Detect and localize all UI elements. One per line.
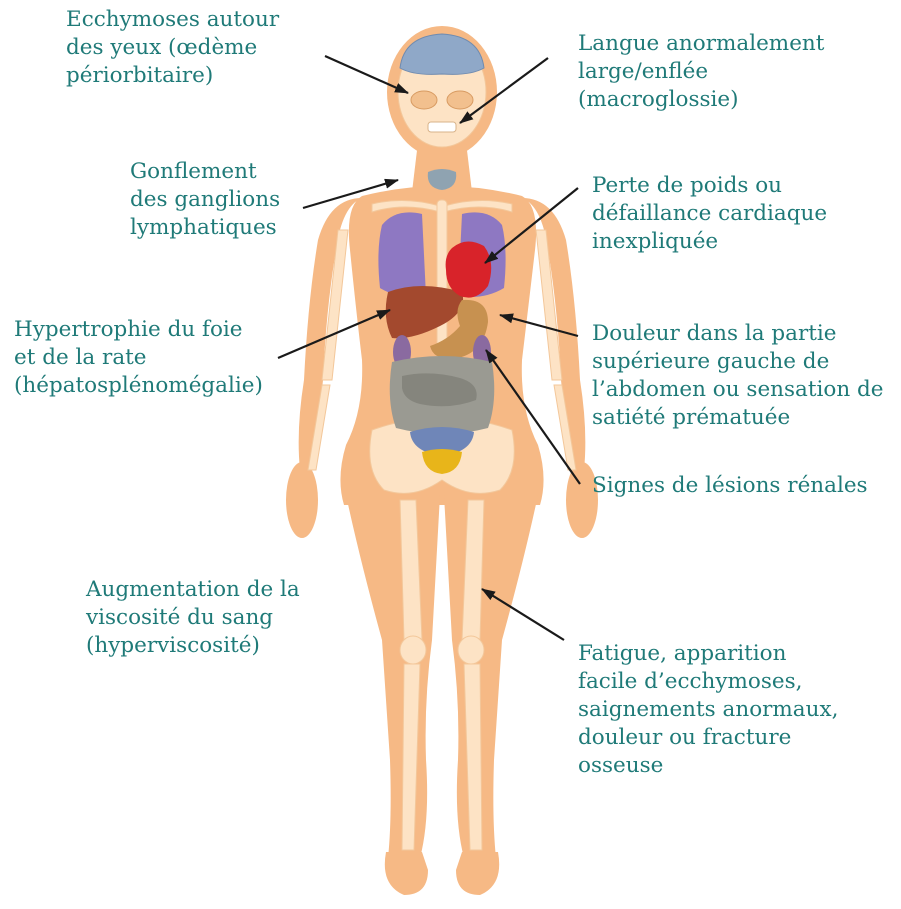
label-line: large/enflée <box>578 58 824 86</box>
label-line: satiété prématuée <box>592 404 884 432</box>
label-line: Ecchymoses autour <box>66 6 279 34</box>
label-line: Douleur dans la partie <box>592 320 884 348</box>
label-kidney: Signes de lésions rénales <box>592 472 868 500</box>
label-heart: Perte de poids ou défaillance cardiaque … <box>592 172 827 256</box>
heart <box>446 241 492 297</box>
label-lymph: Gonflement des ganglions lymphatiques <box>130 158 280 242</box>
label-line: viscosité du sang <box>86 604 300 632</box>
label-line: saignements anormaux, <box>578 696 838 724</box>
label-periorbital: Ecchymoses autour des yeux (œdème périor… <box>66 6 279 90</box>
label-line: inexpliquée <box>592 228 827 256</box>
label-line: Fatigue, apparition <box>578 640 838 668</box>
label-line: (macroglossie) <box>578 86 824 114</box>
label-bone: Fatigue, apparition facile d’ecchymoses,… <box>578 640 838 780</box>
label-line: facile d’ecchymoses, <box>578 668 838 696</box>
label-line: douleur ou fracture <box>578 724 838 752</box>
label-line: périorbitaire) <box>66 62 279 90</box>
eye-left <box>411 91 437 109</box>
label-liver: Hypertrophie du foie et de la rate (hépa… <box>14 316 263 400</box>
label-line: osseuse <box>578 752 838 780</box>
label-line: des ganglions <box>130 186 280 214</box>
label-line: Signes de lésions rénales <box>592 472 868 500</box>
label-line: défaillance cardiaque <box>592 200 827 228</box>
teeth <box>428 122 456 132</box>
label-line: l’abdomen ou sensation de <box>592 376 884 404</box>
label-line: Langue anormalement <box>578 30 824 58</box>
label-line: Gonflement <box>130 158 280 186</box>
label-line: (hyperviscosité) <box>86 632 300 660</box>
label-abdomen: Douleur dans la partie supérieure gauche… <box>592 320 884 432</box>
lung-left <box>378 212 426 297</box>
label-line: supérieure gauche de <box>592 348 884 376</box>
label-macroglossia: Langue anormalement large/enflée (macrog… <box>578 30 824 114</box>
label-line: (hépatosplénomégalie) <box>14 372 263 400</box>
label-line: Hypertrophie du foie <box>14 316 263 344</box>
label-line: et de la rate <box>14 344 263 372</box>
label-viscosity: Augmentation de la viscosité du sang (hy… <box>86 576 300 660</box>
label-line: des yeux (œdème <box>66 34 279 62</box>
label-line: Perte de poids ou <box>592 172 827 200</box>
label-line: Augmentation de la <box>86 576 300 604</box>
label-line: lymphatiques <box>130 214 280 242</box>
eye-right <box>447 91 473 109</box>
